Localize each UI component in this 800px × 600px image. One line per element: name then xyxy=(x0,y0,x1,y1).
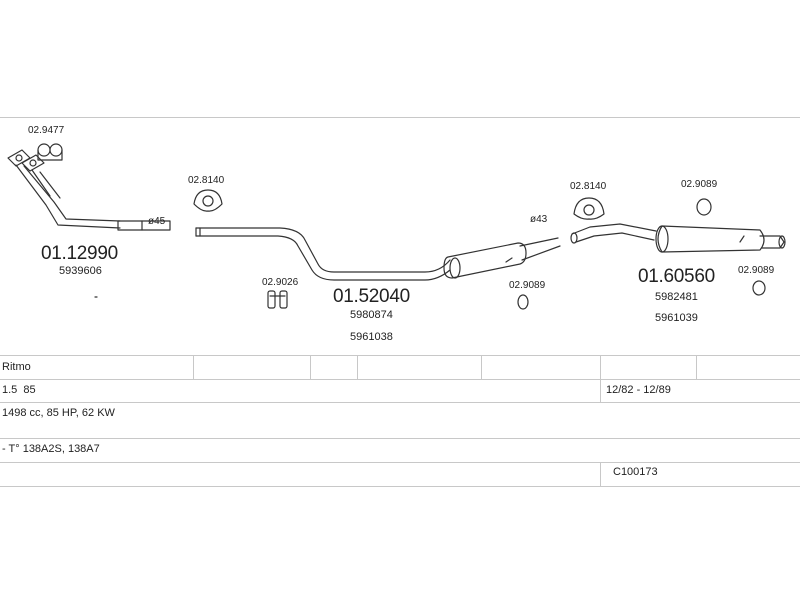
oe-number-front-pipe: 5939606 xyxy=(59,265,102,277)
table-divider xyxy=(193,355,194,379)
hanger-icon xyxy=(267,290,288,309)
table-divider xyxy=(600,355,601,403)
rubber-ring-icon xyxy=(752,280,766,296)
oe-number-middle-2: 5961038 xyxy=(350,331,393,343)
cell-specs: 1498 cc, 85 HP, 62 KW xyxy=(2,407,115,419)
oe-number-rear-1: 5982481 xyxy=(655,291,698,303)
table-line xyxy=(0,379,800,380)
table-line xyxy=(0,438,800,439)
front-pipe-icon xyxy=(15,164,171,231)
cell-engine-codes: - T° 138A2S, 138A7 xyxy=(2,443,100,455)
oe-number-middle-1: 5980874 xyxy=(350,309,393,321)
rubber-ring-icon xyxy=(517,294,529,310)
table-divider xyxy=(357,355,358,379)
table-divider xyxy=(481,355,482,379)
rear-silencer-icon xyxy=(655,225,786,253)
middle-pipe-icon xyxy=(195,227,451,281)
table-line xyxy=(0,402,800,403)
cell-engine: 1.5 85 xyxy=(2,384,36,396)
oe-number-rear-2: 5961039 xyxy=(655,312,698,324)
table-line xyxy=(0,462,800,463)
middle-silencer-icon xyxy=(443,237,561,279)
part-label-ring-3: 02.9089 xyxy=(738,265,775,276)
cell-model: Ritmo xyxy=(2,361,31,373)
diameter-label-front: ø45 xyxy=(148,216,166,227)
part-label-gasket-2: 02.8140 xyxy=(570,181,607,192)
table-divider xyxy=(696,355,697,379)
rubber-ring-icon xyxy=(696,198,712,216)
exhaust-system-diagram xyxy=(7,143,786,310)
cell-catalog-number: C100173 xyxy=(613,466,658,478)
table-line xyxy=(0,355,800,356)
part-label-ring-1: 02.9089 xyxy=(509,280,546,291)
rear-pipe-icon xyxy=(570,223,657,244)
gasket-icon xyxy=(193,189,223,212)
table-line xyxy=(0,486,800,487)
part-number-middle: 01.52040 xyxy=(333,286,410,307)
part-label-clamp: 02.9477 xyxy=(28,125,65,136)
part-number-front-pipe: 01.12990 xyxy=(41,243,118,264)
diagram-top-border xyxy=(0,117,800,118)
part-label-ring-2: 02.9089 xyxy=(681,179,718,190)
part-label-hanger: 02.9026 xyxy=(262,277,299,288)
table-divider xyxy=(600,462,601,486)
gasket-icon xyxy=(573,197,605,220)
cell-years: 12/82 - 12/89 xyxy=(606,384,671,396)
clamp-icon xyxy=(37,143,63,161)
diameter-label-middle: ø43 xyxy=(530,214,548,225)
part-label-gasket-1: 02.8140 xyxy=(188,175,225,186)
part-number-rear: 01.60560 xyxy=(638,266,715,287)
front-flange-icon xyxy=(7,149,45,172)
table-divider xyxy=(310,355,311,379)
